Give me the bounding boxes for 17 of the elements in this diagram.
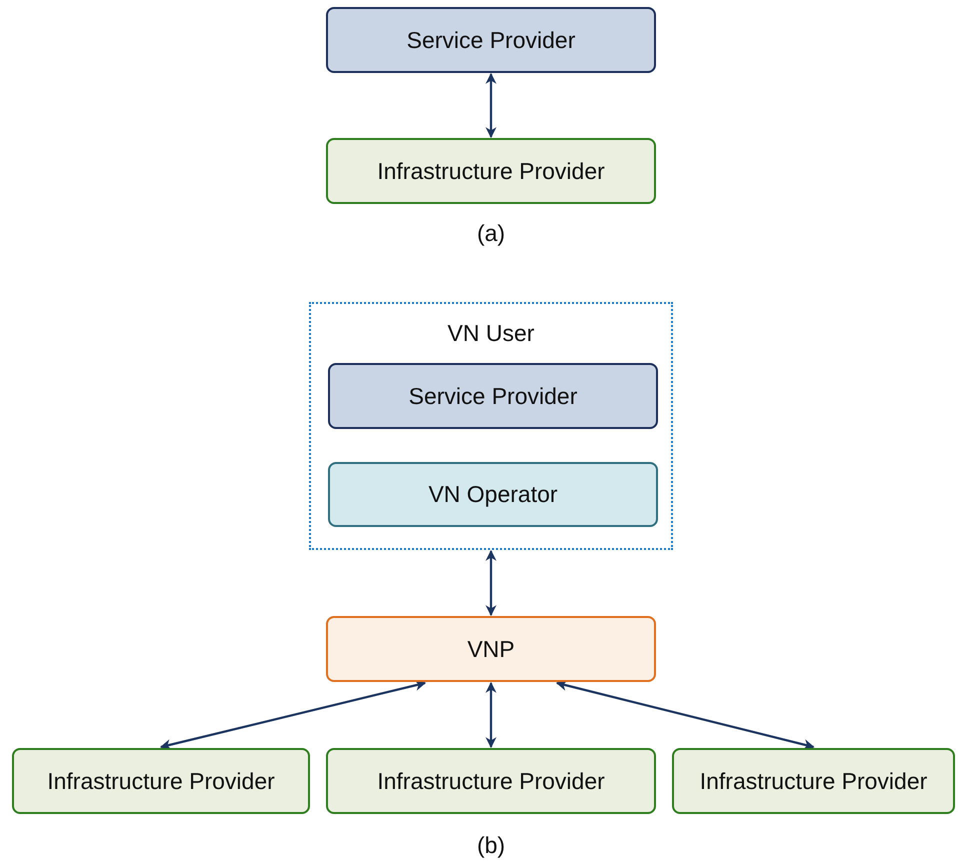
process-box: VNP [326,616,656,682]
process-box: Service Provider [326,7,656,73]
process-box: Service Provider [328,363,658,429]
double-arrow [486,550,496,616]
process-box: Infrastructure Provider [12,748,310,814]
group-heading: VN User [448,320,534,347]
double-arrow [486,72,496,138]
subfigure-label: (a) [476,220,506,247]
process-box: Infrastructure Provider [326,138,656,204]
double-arrow [556,680,815,750]
subfigure-label: (b) [476,832,506,859]
process-box: Infrastructure Provider [672,748,955,814]
double-arrow [486,682,496,748]
double-arrow [160,680,426,750]
process-box: VN Operator [328,462,658,527]
group-container [309,302,673,550]
process-box: Infrastructure Provider [326,748,656,814]
